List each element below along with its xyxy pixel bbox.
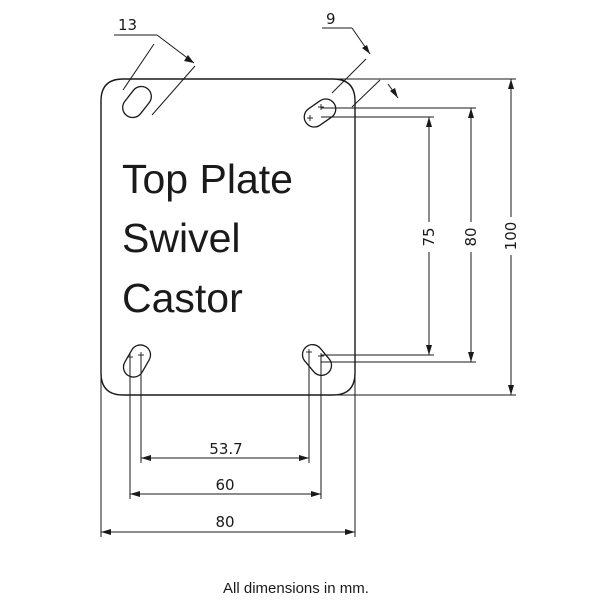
hole-length-label: 13: [118, 16, 137, 34]
spacing-53-7-dimension: 53.7: [140, 352, 310, 463]
slot-top-left: [122, 85, 152, 119]
slot-bottom-right: [301, 343, 333, 377]
spacing-75-dimension: 75: [321, 116, 438, 356]
spacing-60-label: 60: [215, 476, 234, 494]
slot-top-right: [303, 98, 337, 128]
title-line-1: Top Plate: [122, 156, 293, 202]
spacing-80-dimension: 80: [321, 107, 480, 363]
spacing-53-7-label: 53.7: [209, 440, 242, 458]
spacing-60-dimension: 60: [129, 356, 322, 499]
hole-width-label: 9: [326, 10, 336, 28]
hole-width-dimension: 9: [322, 10, 399, 108]
plate-height-label: 100: [502, 222, 520, 251]
title-line-3: Castor: [122, 275, 243, 321]
hole-length-dimension: 13: [114, 16, 196, 116]
spacing-80-label: 80: [462, 227, 480, 246]
plate-outline: [100, 78, 356, 396]
spacing-75-label: 75: [420, 227, 438, 246]
plate-height-dimension: 100: [336, 78, 520, 396]
plate-width-label: 80: [215, 513, 234, 531]
footer-note: All dimensions in mm.: [223, 580, 369, 597]
title-line-2: Swivel: [122, 215, 240, 261]
plate-width-dimension: 80: [100, 373, 356, 537]
slot-bottom-left: [122, 344, 152, 378]
